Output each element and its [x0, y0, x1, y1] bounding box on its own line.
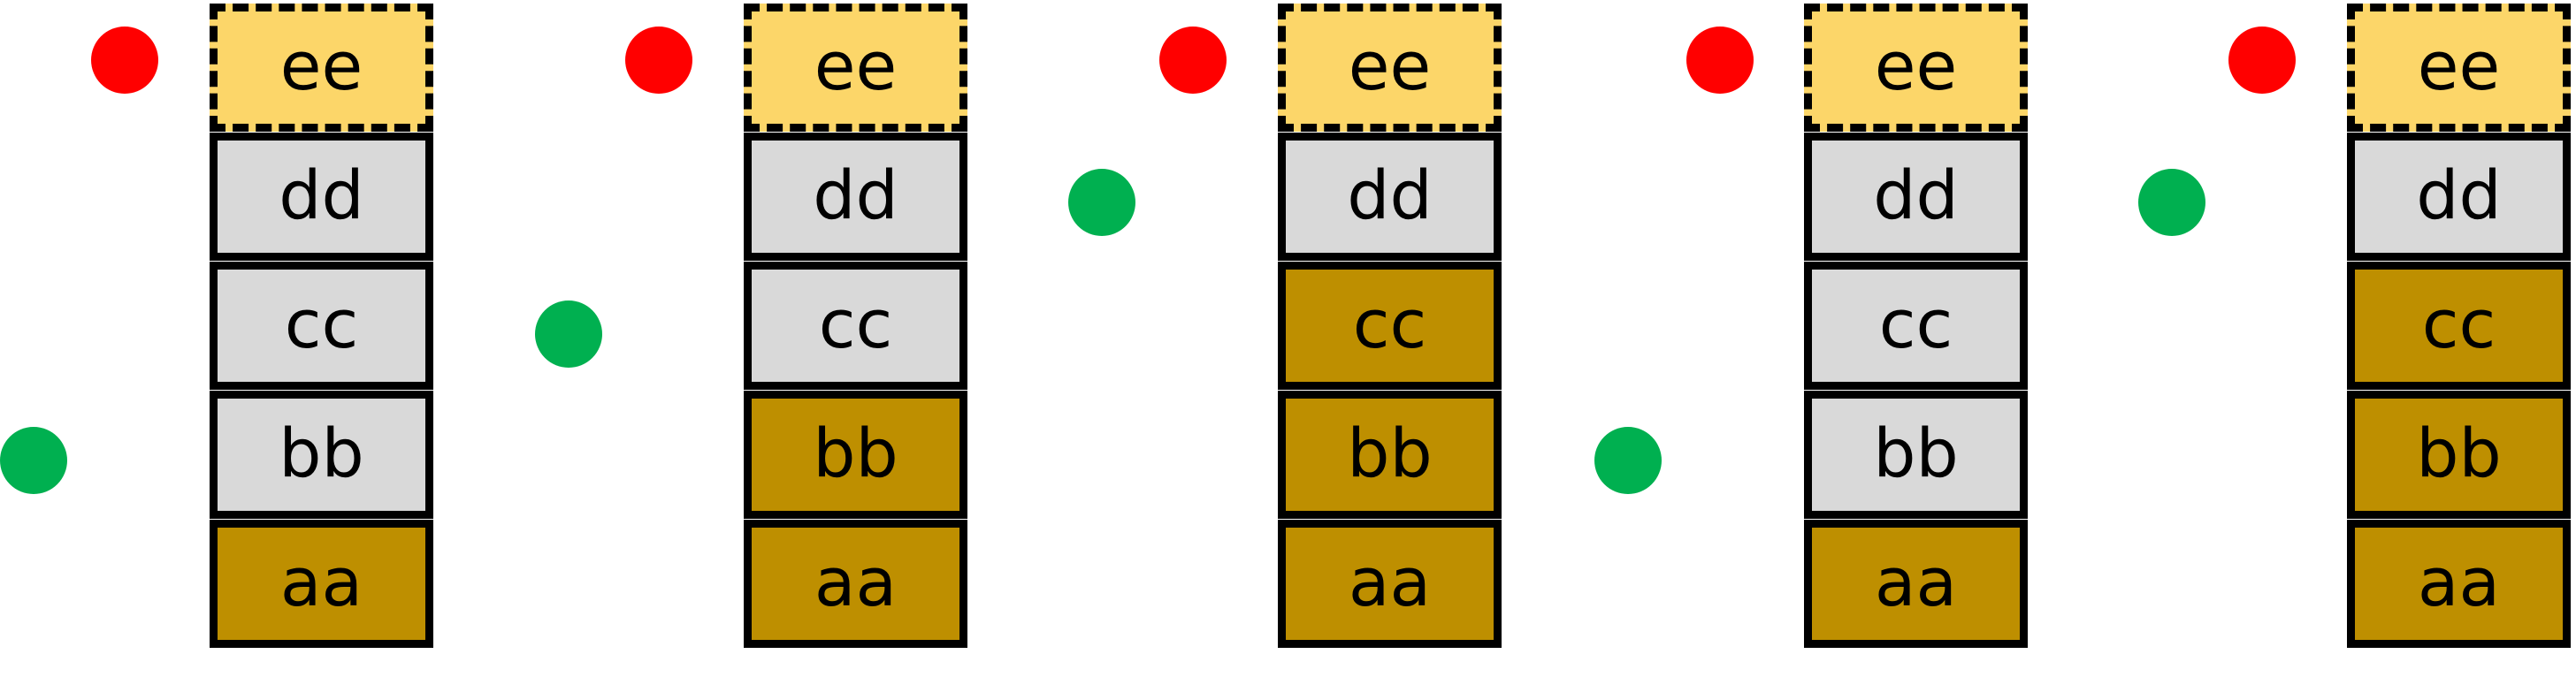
- stack-4-green-dot: [1594, 427, 1662, 494]
- stack-3-green-dot: [1068, 169, 1135, 236]
- stack-3-red-dot: [1159, 27, 1227, 94]
- stack-3-cell-aa: aa: [1278, 520, 1502, 648]
- stack-2-cell-aa: aa: [744, 520, 967, 648]
- stack-3-cell-ee: ee: [1278, 4, 1502, 132]
- stack-4-cell-bb: bb: [1804, 391, 2028, 519]
- stack-5-green-dot: [2138, 169, 2205, 236]
- stack-5-cell-dd: dd: [2347, 133, 2571, 261]
- stack-4-cell-ee: ee: [1804, 4, 2028, 132]
- stack-1-cell-bb: bb: [210, 391, 433, 519]
- stack-1-cell-dd: dd: [210, 133, 433, 261]
- stack-5-cell-aa: aa: [2347, 520, 2571, 648]
- stack-4-cell-dd: dd: [1804, 133, 2028, 261]
- stack-5-cell-cc: cc: [2347, 262, 2571, 390]
- stack-2-red-dot: [625, 27, 692, 94]
- stack-3-cell-dd: dd: [1278, 133, 1502, 261]
- stack-1-cell-ee: ee: [210, 4, 433, 132]
- stack-5-cell-ee: ee: [2347, 4, 2571, 132]
- stack-1-red-dot: [91, 27, 158, 94]
- stack-2-green-dot: [535, 300, 602, 368]
- stack-1-cell-aa: aa: [210, 520, 433, 648]
- stack-2-cell-ee: ee: [744, 4, 967, 132]
- stack-5-red-dot: [2228, 27, 2296, 94]
- stack-1-cell-cc: cc: [210, 262, 433, 390]
- stack-3-cell-cc: cc: [1278, 262, 1502, 390]
- stack-3-cell-bb: bb: [1278, 391, 1502, 519]
- stack-2-cell-bb: bb: [744, 391, 967, 519]
- stack-2-cell-dd: dd: [744, 133, 967, 261]
- stack-5-cell-bb: bb: [2347, 391, 2571, 519]
- stack-4-red-dot: [1686, 27, 1754, 94]
- stack-1-green-dot: [0, 427, 67, 494]
- stack-2-cell-cc: cc: [744, 262, 967, 390]
- stack-4-cell-aa: aa: [1804, 520, 2028, 648]
- stack-4-cell-cc: cc: [1804, 262, 2028, 390]
